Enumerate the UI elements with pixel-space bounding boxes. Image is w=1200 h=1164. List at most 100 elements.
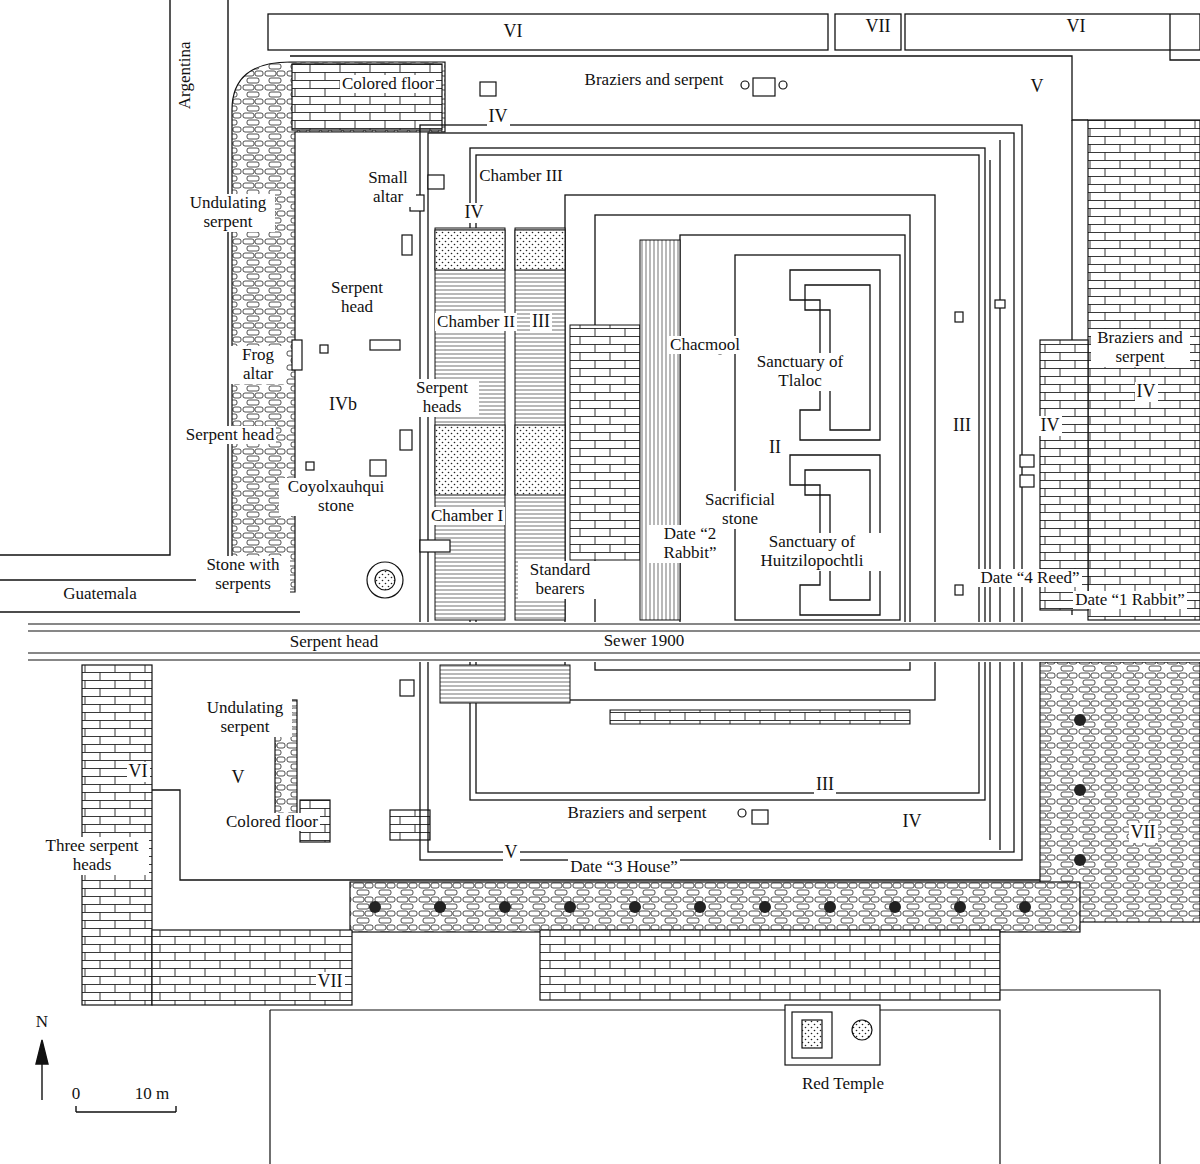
plan-line xyxy=(370,340,400,350)
plan-line xyxy=(1019,901,1031,913)
site-label: Serpent head xyxy=(320,279,394,316)
plan-line xyxy=(955,585,963,595)
plan-line xyxy=(402,235,412,255)
site-label: Frog altar xyxy=(230,346,286,383)
site-label: Sacrificial stone xyxy=(693,491,787,528)
site-label: Serpent head xyxy=(184,426,276,445)
site-label: Sanctuary of Huitzilopochtli xyxy=(740,533,884,570)
plan-line xyxy=(400,680,414,696)
plan-line xyxy=(995,300,1005,308)
site-label: Chamber III xyxy=(477,167,565,186)
site-label: VII xyxy=(1129,823,1158,843)
plan-line xyxy=(306,462,314,470)
plan-line xyxy=(428,175,444,189)
site-label: Serpent head xyxy=(288,633,380,652)
plan-line xyxy=(369,901,381,913)
site-label: Serpent heads xyxy=(405,379,479,416)
plan-line xyxy=(0,0,170,555)
plan-line xyxy=(1088,120,1200,620)
site-label: V xyxy=(503,843,520,863)
site-label: Chamber I xyxy=(429,507,505,526)
plan-line xyxy=(610,710,910,724)
plan-line xyxy=(320,345,328,353)
plan-line xyxy=(889,901,901,913)
site-label: IVb xyxy=(327,395,359,415)
plan-line xyxy=(0,611,300,612)
site-label: Braziers and serpent xyxy=(583,71,726,90)
site-label: Small altar xyxy=(360,169,416,206)
sewer xyxy=(28,622,1200,662)
plan-line xyxy=(792,1012,832,1058)
plan-line xyxy=(680,235,905,625)
plan-line xyxy=(232,62,445,592)
plan-line xyxy=(480,82,496,96)
site-label: V xyxy=(1029,77,1046,97)
plan-line xyxy=(150,665,1072,880)
site-label: II xyxy=(767,438,783,458)
plan-line xyxy=(735,255,900,620)
site-label: N xyxy=(34,1013,50,1032)
site-label: VI xyxy=(1065,17,1088,37)
plan-line xyxy=(420,540,450,552)
plan-line xyxy=(1074,854,1086,866)
site-label: Undulating serpent xyxy=(198,699,292,736)
plan-line xyxy=(499,901,511,913)
site-label: Coyolxauhqui stone xyxy=(279,478,393,515)
plan-line xyxy=(350,882,1080,932)
site-label: IV xyxy=(463,203,486,223)
plan-line xyxy=(292,340,302,370)
plan-line xyxy=(779,81,787,89)
site-label: Colored floor xyxy=(224,813,320,832)
site-label: IV xyxy=(901,812,924,832)
plan-line xyxy=(292,64,442,130)
site-label: Three serpent heads xyxy=(35,837,149,874)
plan-line xyxy=(802,1020,822,1048)
site-label: Undulating serpent xyxy=(181,194,275,231)
plan-line xyxy=(270,990,1160,1164)
plan-line xyxy=(1074,714,1086,726)
plan-line xyxy=(759,901,771,913)
site-label: III xyxy=(951,416,973,436)
plan-line xyxy=(595,215,910,670)
plan-line xyxy=(540,930,1000,1000)
site-label: III xyxy=(530,312,552,332)
site-label: Chamber II xyxy=(435,313,517,332)
plan-line xyxy=(428,133,1014,852)
plan-line xyxy=(375,570,395,590)
platform-stages xyxy=(420,125,1022,860)
plan-line xyxy=(564,901,576,913)
site-label: Braziers and serpent xyxy=(566,804,709,823)
plan-line xyxy=(0,579,228,580)
site-label: Standard bearers xyxy=(518,561,602,598)
plan-line xyxy=(367,562,403,598)
plan-line xyxy=(515,230,565,270)
site-label: Braziers and serpent xyxy=(1091,329,1190,366)
plan-line xyxy=(268,14,828,50)
plan-line xyxy=(694,901,706,913)
plan-line xyxy=(640,240,680,620)
site-label: Sewer 1900 xyxy=(602,632,687,651)
plan-line xyxy=(955,312,963,322)
stone-bands xyxy=(82,62,1200,1005)
plan-line xyxy=(82,665,152,1005)
site-label: Date “4 Reed” xyxy=(978,569,1081,588)
plan-line xyxy=(1020,475,1034,487)
plan-line xyxy=(435,230,505,270)
site-label: Stone with serpents xyxy=(196,556,290,593)
plan-line xyxy=(753,78,775,96)
site-label: VI xyxy=(502,22,525,42)
site-label: Date “2 Rabbit” xyxy=(648,525,732,562)
plan-line xyxy=(515,425,565,495)
plan-line xyxy=(1074,784,1086,796)
plan-line xyxy=(390,810,430,840)
site-label: Colored floor xyxy=(340,75,436,94)
plan-line xyxy=(629,901,641,913)
plan-line xyxy=(152,930,352,1005)
site-label: IV xyxy=(487,107,510,127)
plan-line xyxy=(435,425,505,495)
site-label: IV xyxy=(1135,382,1158,402)
site-label: VI xyxy=(127,762,150,782)
plan-line xyxy=(420,125,1022,860)
site-label: Date “3 House” xyxy=(568,858,680,877)
plan-line xyxy=(435,228,505,620)
